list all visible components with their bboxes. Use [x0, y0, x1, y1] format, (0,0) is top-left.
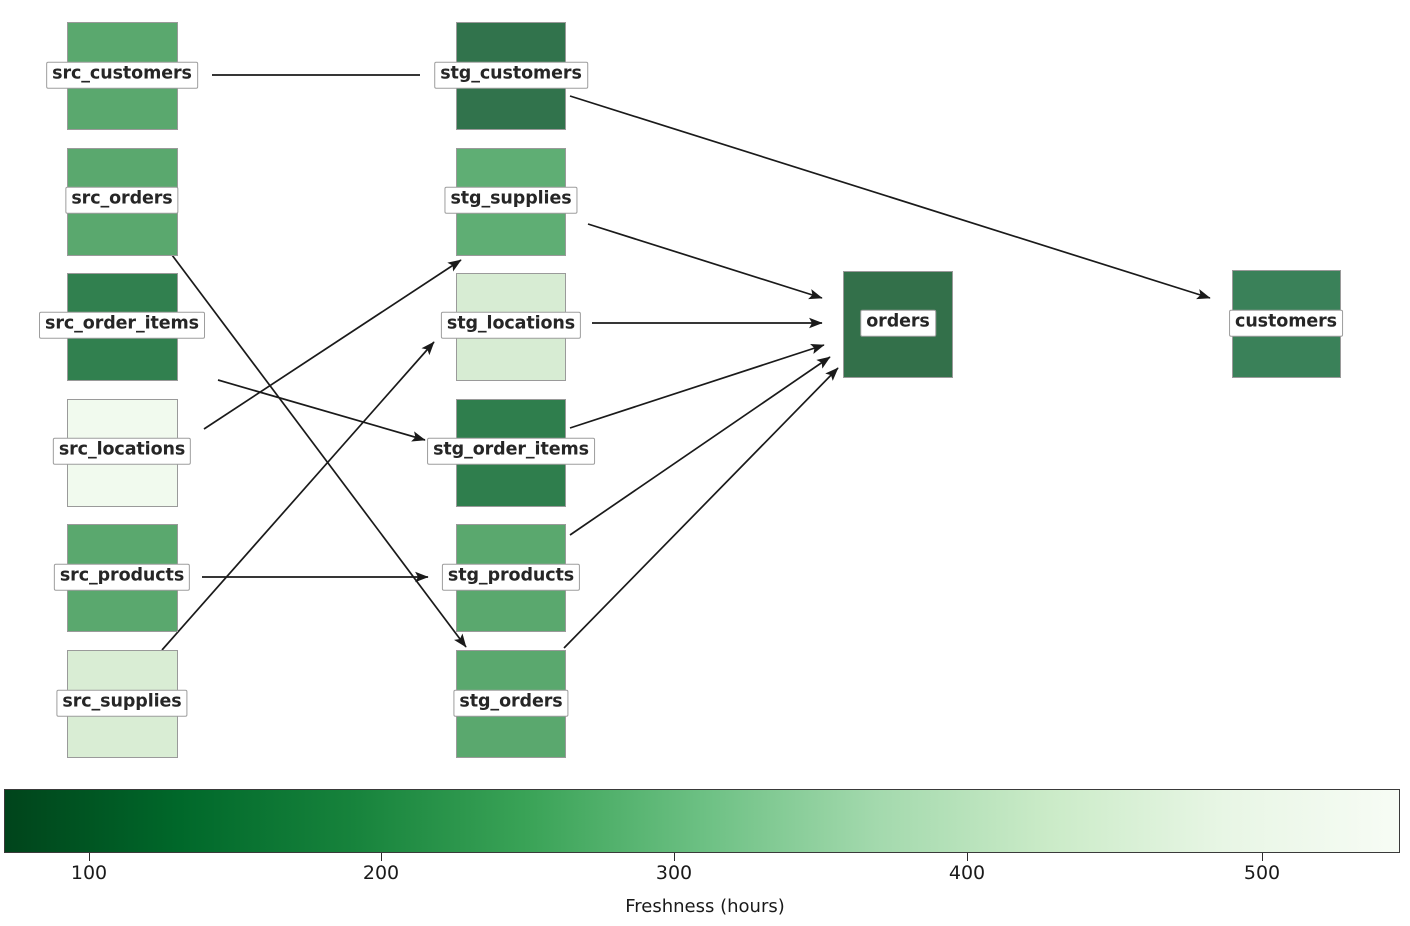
colorbar-tick-label: 500: [1243, 862, 1281, 884]
colorbar-tick-mark: [1262, 853, 1263, 861]
edge-src_supplies-to-stg_supplies: [161, 341, 435, 651]
node-label-stg_products[interactable]: stg_products: [441, 563, 581, 591]
node-label-src_products[interactable]: src_products: [53, 563, 191, 591]
edge-src_locations-to-stg_locations: [203, 259, 462, 430]
node-label-orders[interactable]: orders: [860, 309, 936, 337]
node-label-stg_locations[interactable]: stg_locations: [440, 311, 582, 339]
node-label-src_customers[interactable]: src_customers: [46, 61, 198, 89]
edge-stg_order_items-to-orders: [569, 344, 825, 429]
node-label-stg_supplies[interactable]: stg_supplies: [444, 186, 578, 214]
node-label-stg_orders[interactable]: stg_orders: [453, 689, 569, 717]
node-label-src_supplies[interactable]: src_supplies: [56, 689, 188, 717]
colorbar-tick-mark: [89, 853, 90, 861]
node-label-src_order_items[interactable]: src_order_items: [39, 311, 205, 339]
edge-src_order_items-to-stg_order_items: [217, 379, 426, 442]
colorbar: [4, 789, 1400, 853]
edge-stg_supplies-to-orders: [587, 223, 823, 300]
node-label-src_orders[interactable]: src_orders: [65, 186, 179, 214]
node-label-stg_customers[interactable]: stg_customers: [434, 61, 588, 89]
colorbar-tick-label: 400: [948, 862, 986, 884]
colorbar-tick-mark: [381, 853, 382, 861]
colorbar-gradient: [4, 789, 1400, 853]
node-label-stg_order_items[interactable]: stg_order_items: [427, 437, 595, 465]
colorbar-tick-mark: [967, 853, 968, 861]
edge-stg_orders-to-orders: [563, 367, 839, 649]
colorbar-axis-label: Freshness (hours): [625, 896, 785, 917]
colorbar-tick-mark: [674, 853, 675, 861]
node-label-src_locations[interactable]: src_locations: [52, 437, 192, 465]
edges-layer: [161, 74, 1211, 651]
colorbar-tick-label: 300: [655, 862, 693, 884]
edge-stg_customers-to-customers: [569, 95, 1211, 300]
colorbar-tick-label: 200: [362, 862, 400, 884]
node-label-customers[interactable]: customers: [1229, 309, 1343, 337]
colorbar-tick-label: 100: [70, 862, 108, 884]
edge-stg_products-to-orders: [569, 356, 831, 536]
